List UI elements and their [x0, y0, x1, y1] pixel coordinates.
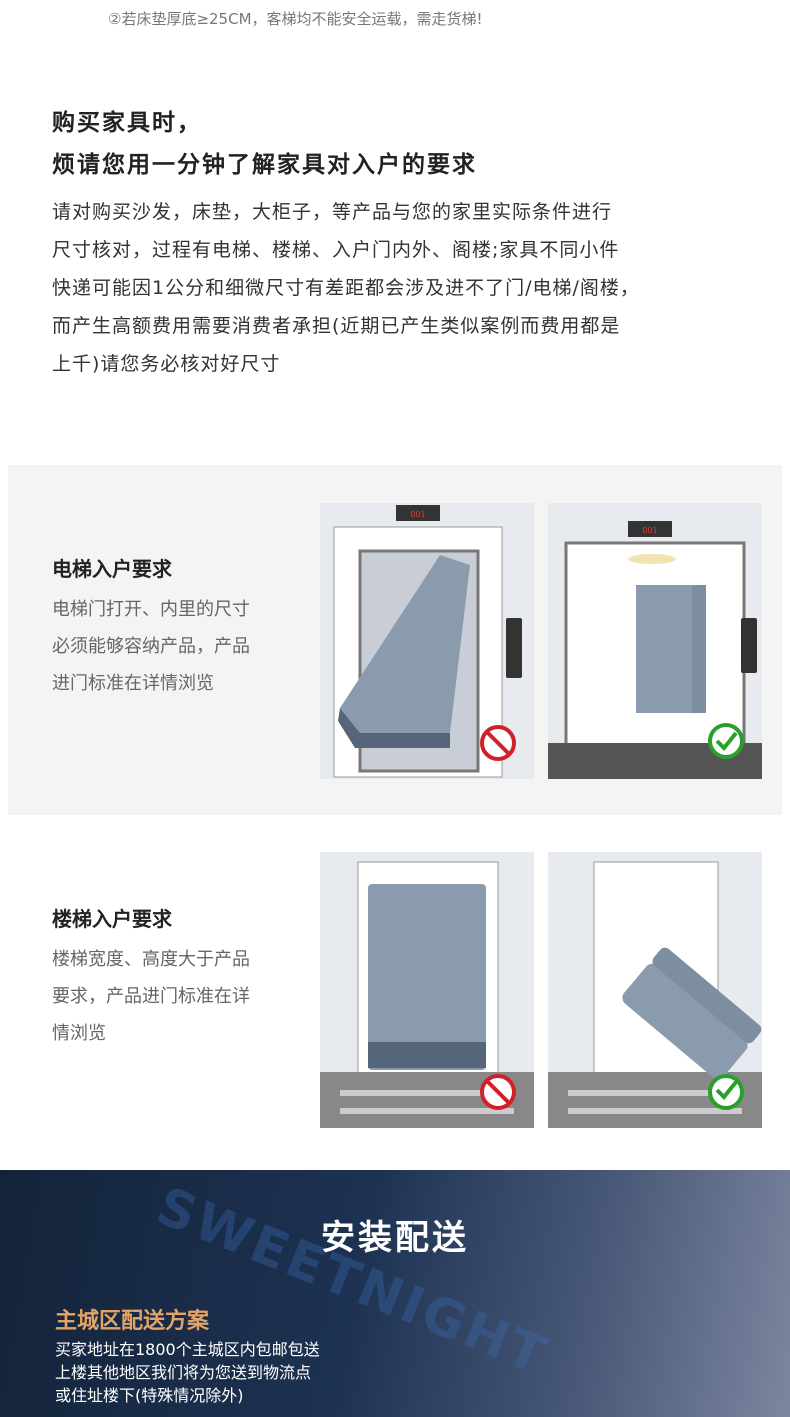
- stairs-ok-illustration: [548, 852, 762, 1128]
- intro-paragraph: 请对购买沙发，床垫，大柜子，等产品与您的家里实际条件进行 尺寸核对，过程有电梯、…: [52, 193, 752, 383]
- elevator-title: 电梯入户要求: [52, 557, 172, 581]
- desc-line: 电梯门打开、内里的尺寸: [52, 599, 250, 620]
- intro-heading-2: 烦请您用一分钟了解家具对入户的要求: [52, 152, 477, 178]
- delivery-banner: SWEETNIGHT 安装配送 主城区配送方案 买家地址在1800个主城区内包邮…: [0, 1170, 790, 1417]
- elevator-ok-illustration: 001: [548, 503, 762, 779]
- desc-line: 情浏览: [52, 1023, 106, 1044]
- desc-line: 或住址楼下(特殊情况除外): [55, 1386, 244, 1405]
- elevator-description: 电梯门打开、内里的尺寸 必须能够容纳产品，产品 进门标准在详情浏览: [52, 591, 302, 702]
- desc-line: 必须能够容纳产品，产品: [52, 636, 250, 657]
- intro-line: 尺寸核对，过程有电梯、楼梯、入户门内外、阁楼;家具不同小件: [52, 239, 620, 261]
- elevator-wrong-illustration: 001: [320, 503, 534, 779]
- intro-heading-1: 购买家具时，: [52, 110, 202, 136]
- check-icon: [708, 1074, 744, 1110]
- desc-line: 买家地址在1800个主城区内包邮包送: [55, 1340, 320, 1359]
- intro-line: 上千)请您务必核对好尺寸: [52, 353, 281, 375]
- desc-line: 进门标准在详情浏览: [52, 673, 214, 694]
- no-icon: [480, 725, 516, 761]
- desc-line: 楼梯宽度、高度大于产品: [52, 949, 250, 970]
- desc-line: 上楼其他地区我们将为您送到物流点: [55, 1363, 312, 1382]
- delivery-subtitle: 主城区配送方案: [55, 1309, 210, 1334]
- intro-line: 而产生高额费用需要消费者承担(近期已产生类似案例而费用都是: [52, 315, 621, 337]
- floor-display: 001: [410, 510, 425, 519]
- intro-line: 请对购买沙发，床垫，大柜子，等产品与您的家里实际条件进行: [52, 201, 613, 223]
- mattress-note: ②若床垫厚底≥25CM，客梯均不能安全运载，需走货梯!: [108, 10, 483, 28]
- floor-display: 001: [642, 526, 657, 535]
- check-icon: [708, 723, 744, 759]
- intro-line: 快递可能因1公分和细微尺寸有差距都会涉及进不了门/电梯/阁楼，: [52, 277, 640, 299]
- delivery-title: 安装配送: [321, 1218, 469, 1258]
- stairs-wrong-illustration: [320, 852, 534, 1128]
- stairs-description: 楼梯宽度、高度大于产品 要求，产品进门标准在详 情浏览: [52, 941, 302, 1052]
- no-icon: [480, 1074, 516, 1110]
- stairs-title: 楼梯入户要求: [52, 907, 172, 931]
- desc-line: 要求，产品进门标准在详: [52, 986, 250, 1007]
- delivery-description: 买家地址在1800个主城区内包邮包送 上楼其他地区我们将为您送到物流点 或住址楼…: [55, 1338, 320, 1407]
